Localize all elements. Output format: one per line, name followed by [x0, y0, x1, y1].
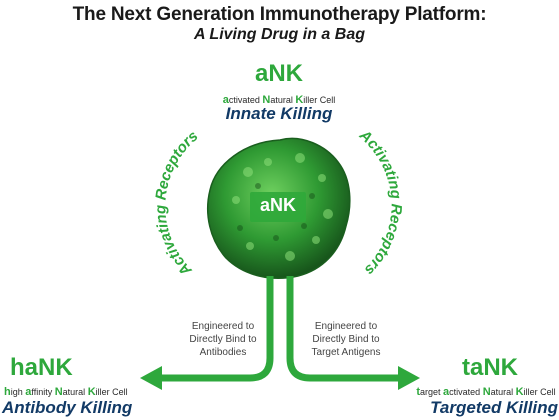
- right-arrowhead: [398, 366, 420, 390]
- left-name: haNK: [10, 354, 73, 381]
- left-arrowhead: [140, 366, 162, 390]
- cell-label: aNK: [259, 195, 296, 215]
- right-killing: Targeted Killing: [430, 398, 558, 417]
- left-engineered-text: Engineered to Directly Bind to Antibodie…: [189, 321, 257, 358]
- right-engineered-text: Engineered to Directly Bind to Target An…: [311, 321, 381, 358]
- branch-arrows: [160, 276, 400, 382]
- right-name: taNK: [461, 354, 518, 381]
- cell-label-box: [250, 192, 306, 222]
- left-acronym: high affinity Natural Killer Cell: [4, 386, 128, 398]
- page-title: The Next Generation Immunotherapy Platfo…: [72, 4, 487, 25]
- top-acronym: activated Natural Killer Cell: [222, 94, 336, 106]
- receptors-right-label: Activating Receptors: [355, 126, 404, 278]
- top-name: aNK: [254, 60, 303, 87]
- receptors-left-label: Activating Receptors: [152, 128, 201, 280]
- top-killing: Innate Killing: [225, 104, 333, 123]
- left-killing: Antibody Killing: [2, 398, 133, 417]
- right-acronym: target activated Natural Killer Cell: [416, 386, 556, 398]
- page-subtitle: A Living Drug in a Bag: [194, 26, 365, 43]
